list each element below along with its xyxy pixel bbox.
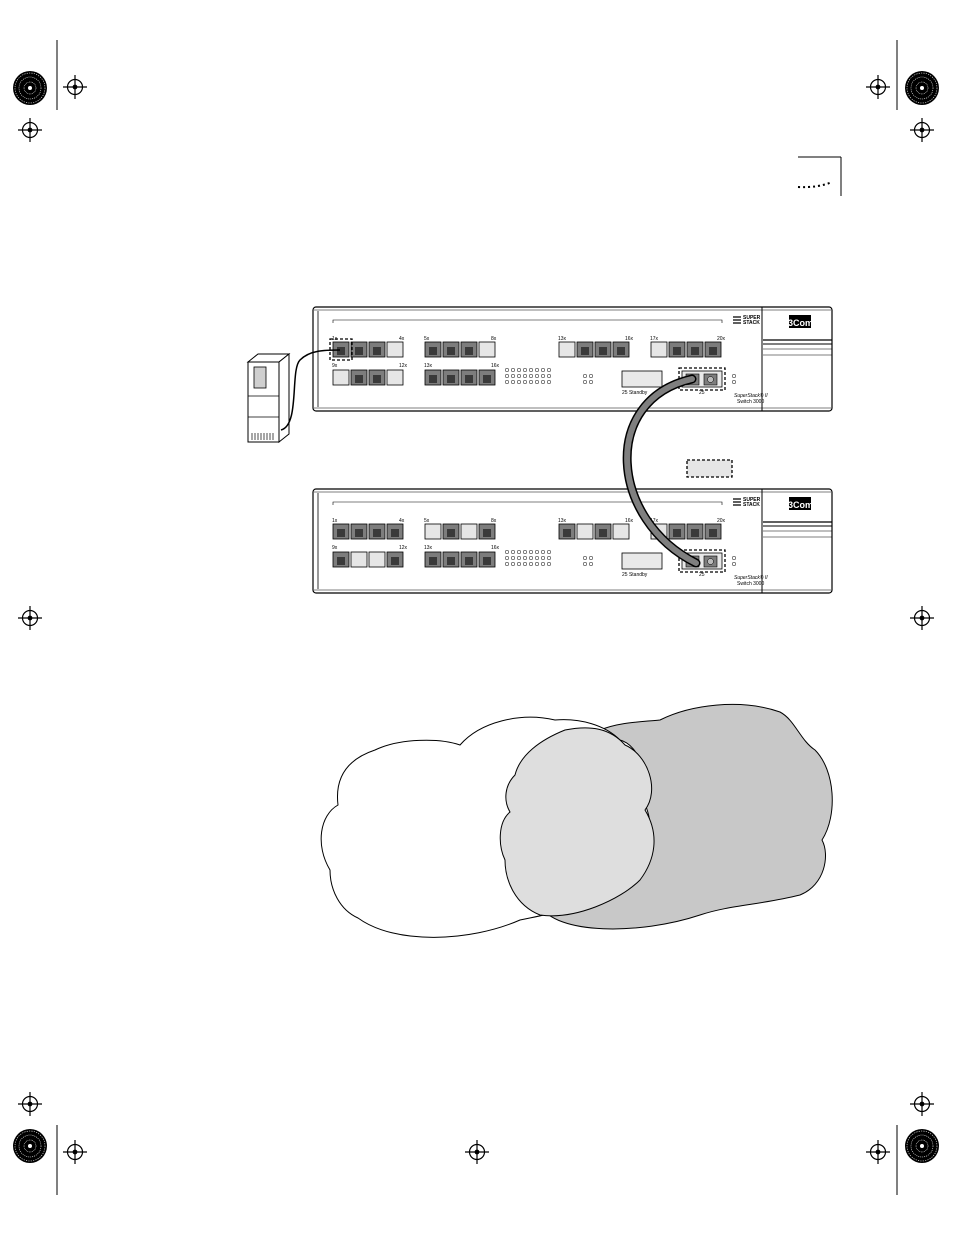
registration-mark-icon xyxy=(909,117,935,143)
svg-text:17x: 17x xyxy=(650,518,659,524)
svg-text:25: 25 xyxy=(699,572,705,578)
svg-text:12x: 12x xyxy=(399,545,408,551)
svg-text:STACK: STACK xyxy=(743,502,760,508)
model-label: SuperStack® II xyxy=(734,574,768,581)
registration-mark-icon xyxy=(17,605,43,631)
registration-mark-icon xyxy=(464,1139,490,1165)
svg-text:4x: 4x xyxy=(399,518,405,524)
superstack-brand: SUPER STACK xyxy=(733,497,761,508)
registration-mark-icon xyxy=(62,1139,88,1165)
svg-text:5x: 5x xyxy=(424,336,430,342)
svg-text:8x: 8x xyxy=(491,518,497,524)
svg-text:13x: 13x xyxy=(424,545,433,551)
switch-unit-top: 3Com SUPER STACK 1x 4x 5x 8x 13x 16x 17x… xyxy=(312,306,833,412)
svg-text:9x: 9x xyxy=(332,545,338,551)
svg-text:25: 25 xyxy=(699,390,705,396)
superstack-brand: SUPER STACK xyxy=(733,315,761,326)
crop-wheel-icon xyxy=(904,1128,940,1164)
svg-text:20x: 20x xyxy=(717,336,726,342)
registration-mark-icon xyxy=(909,1091,935,1117)
svg-text:16x: 16x xyxy=(491,545,500,551)
registration-mark-icon xyxy=(17,117,43,143)
registration-mark-icon xyxy=(909,605,935,631)
svg-text:17x: 17x xyxy=(650,336,659,342)
svg-text:STACK: STACK xyxy=(743,320,760,326)
model-label: SuperStack® II xyxy=(734,392,768,399)
fiber-cable xyxy=(622,374,701,568)
svg-text:20x: 20x xyxy=(717,518,726,524)
svg-text:9x: 9x xyxy=(332,363,338,369)
registration-mark-icon xyxy=(865,74,891,100)
workstation-cable xyxy=(280,349,341,431)
workstation-icon xyxy=(246,352,291,444)
model-sub-label: Switch 3000 xyxy=(737,399,764,405)
crop-wheel-icon xyxy=(12,70,48,106)
standby-module-slot: 25 Standby xyxy=(621,552,663,578)
svg-text:1x: 1x xyxy=(332,518,338,524)
status-leds-small xyxy=(582,373,737,385)
cloud-icon xyxy=(499,727,655,917)
crop-wheel-icon xyxy=(12,1128,48,1164)
svg-text:25 Standby: 25 Standby xyxy=(622,572,648,578)
svg-text:3Com: 3Com xyxy=(788,318,813,328)
svg-text:SUPER: SUPER xyxy=(743,497,761,503)
registration-mark-icon xyxy=(865,1139,891,1165)
empty-label-box xyxy=(686,459,733,478)
svg-text:SUPER: SUPER xyxy=(743,315,761,321)
svg-text:3Com: 3Com xyxy=(788,500,813,510)
svg-text:25 Standby: 25 Standby xyxy=(622,390,648,396)
status-leds-small xyxy=(582,555,737,567)
logo-3com: 3Com xyxy=(788,315,813,328)
svg-text:12x: 12x xyxy=(399,363,408,369)
model-sub-label: Switch 3000 xyxy=(737,581,764,587)
registration-mark-icon xyxy=(62,74,88,100)
svg-text:8x: 8x xyxy=(491,336,497,342)
switch-unit-bottom: 3Com SUPER STACK 1x 4x 5x 8x 13x 16x 17x… xyxy=(312,488,833,594)
svg-text:13x: 13x xyxy=(558,336,567,342)
svg-text:1x: 1x xyxy=(332,336,338,342)
crop-wheel-icon xyxy=(904,70,940,106)
svg-text:5x: 5x xyxy=(424,518,430,524)
chapter-tab-mark xyxy=(797,156,842,196)
svg-text:13x: 13x xyxy=(558,518,567,524)
svg-text:16x: 16x xyxy=(491,363,500,369)
crop-marks xyxy=(56,40,898,1195)
svg-text:16x: 16x xyxy=(625,518,634,524)
svg-text:13x: 13x xyxy=(424,363,433,369)
registration-mark-icon xyxy=(17,1091,43,1117)
logo-3com: 3Com xyxy=(788,497,813,510)
svg-text:4x: 4x xyxy=(399,336,405,342)
standby-module-slot: 25 Standby xyxy=(621,370,663,396)
svg-text:16x: 16x xyxy=(625,336,634,342)
